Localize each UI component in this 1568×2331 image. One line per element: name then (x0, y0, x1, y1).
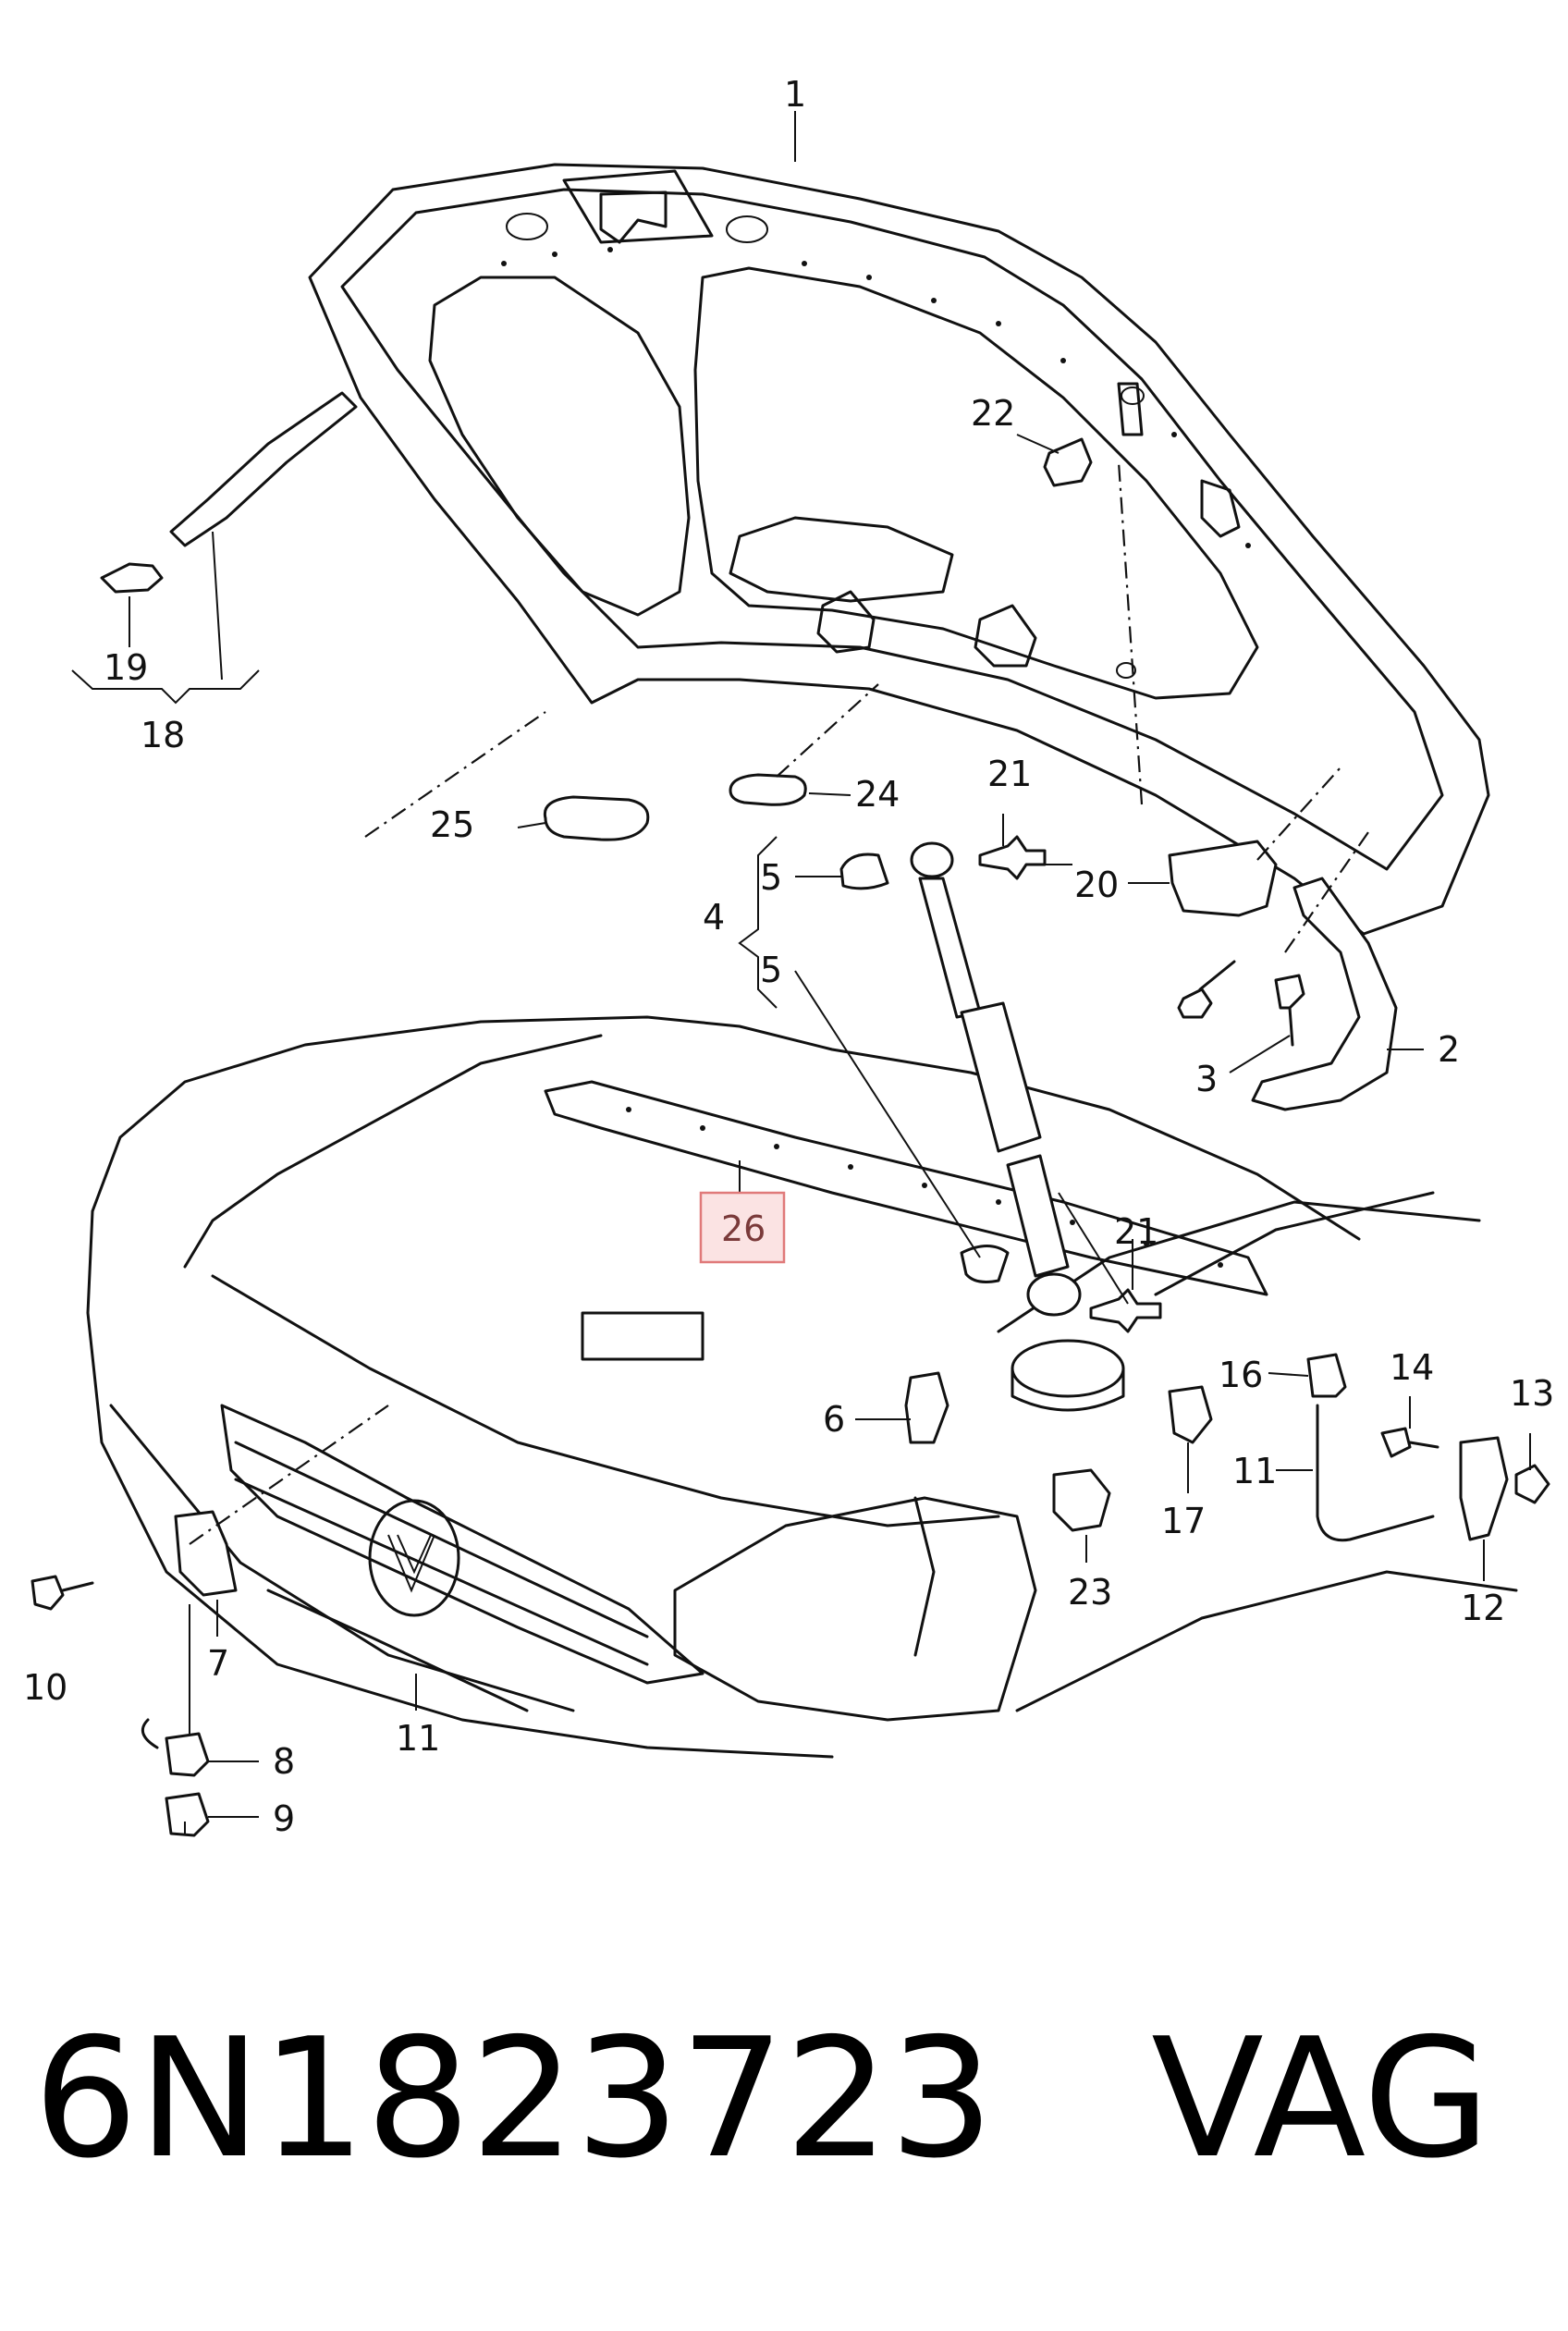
callout-16: 16 (1219, 1355, 1263, 1395)
callout-12: 12 (1461, 1588, 1505, 1628)
brand-name: VAG (1151, 2003, 1491, 2194)
callout-11-right: 11 (1232, 1451, 1277, 1491)
callout-26: 26 (721, 1208, 766, 1249)
part-number: 6N1823723 (33, 2003, 995, 2194)
callout-26-highlight (699, 1191, 786, 1264)
callout-3: 3 (1195, 1059, 1218, 1099)
small-parts (31, 391, 1550, 1837)
callout-2: 2 (1438, 1029, 1460, 1070)
callout-24: 24 (855, 774, 900, 815)
callout-21-lower: 21 (1114, 1211, 1158, 1252)
callout-8: 8 (273, 1741, 295, 1782)
callout-4: 4 (703, 897, 725, 938)
leader-lines (71, 111, 1531, 1835)
callout-7: 7 (207, 1643, 229, 1684)
hood-panel (308, 163, 1490, 936)
callout-6: 6 (823, 1399, 845, 1440)
callout-25: 25 (430, 804, 474, 845)
part-info-footer: 6N1823723 VAG (33, 2006, 1531, 2191)
callout-5-upper: 5 (760, 857, 782, 898)
callout-18: 18 (141, 715, 185, 755)
car-body (86, 1015, 1518, 1759)
callout-19: 19 (104, 647, 148, 688)
gas-strut (910, 841, 1082, 1317)
callout-labels: 1 2 3 4 5 5 6 7 8 9 10 11 11 12 13 14 16… (23, 74, 1554, 1839)
callout-5-lower: 5 (760, 950, 782, 990)
callout-9: 9 (273, 1798, 295, 1839)
sound-absorber-strip (544, 1080, 1268, 1296)
callout-22: 22 (971, 393, 1015, 434)
callout-14: 14 (1390, 1347, 1434, 1388)
callout-11-left: 11 (396, 1718, 440, 1759)
callout-23: 23 (1068, 1572, 1112, 1613)
callout-10: 10 (23, 1667, 67, 1708)
callout-17: 17 (1161, 1501, 1206, 1541)
callout-20: 20 (1074, 865, 1119, 905)
callout-21-upper: 21 (987, 754, 1032, 794)
callout-1: 1 (784, 74, 806, 115)
callout-13: 13 (1510, 1373, 1554, 1414)
